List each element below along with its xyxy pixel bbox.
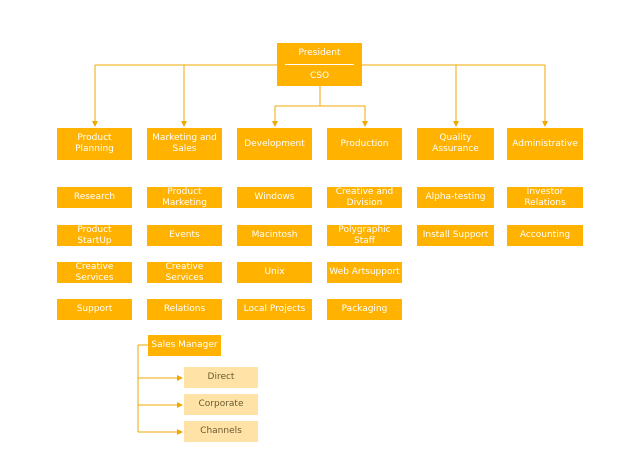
- item-investor-relations: Investor Relations: [507, 187, 583, 208]
- item-creative-services: Creative Services: [57, 262, 132, 283]
- item-product-startup: Product StartUp: [57, 225, 132, 246]
- item-events: Events: [147, 225, 222, 246]
- item-support: Support: [57, 299, 132, 320]
- item-web-artsupport: Web Artsupport: [327, 262, 402, 283]
- dept-quality-assurance: Quality Assurance: [417, 128, 494, 160]
- president-divider: [285, 64, 354, 65]
- item-packaging: Packaging: [327, 299, 402, 320]
- president-box: President CSO: [277, 43, 362, 86]
- item-accounting: Accounting: [507, 225, 583, 246]
- item-alpha-testing: Alpha-testing: [417, 187, 494, 208]
- item-local-projects: Local Projects: [237, 299, 312, 320]
- dept-production: Production: [327, 128, 402, 160]
- item-creative-services-2: Creative Services: [147, 262, 222, 283]
- president-subtitle: CSO: [309, 71, 330, 81]
- item-research: Research: [57, 187, 132, 208]
- sales-manager-box: Sales Manager: [148, 335, 221, 356]
- item-product-marketing: Product Marketing: [147, 187, 222, 208]
- item-relations: Relations: [147, 299, 222, 320]
- dept-development: Development: [237, 128, 312, 160]
- dept-product-planning: Product Planning: [57, 128, 132, 160]
- item-creative-division: Creative and Division: [327, 187, 402, 208]
- dept-marketing-sales: Marketing and Sales: [147, 128, 222, 160]
- item-corporate: Corporate: [184, 394, 258, 415]
- item-unix: Unix: [237, 262, 312, 283]
- item-channels: Channels: [184, 421, 258, 442]
- dept-administrative: Administrative: [507, 128, 583, 160]
- item-windows: Windows: [237, 187, 312, 208]
- item-macintosh: Macintosh: [237, 225, 312, 246]
- item-polygraphic-staff: Polygraphic Staff: [327, 225, 402, 246]
- president-title: President: [298, 48, 341, 58]
- item-direct: Direct: [184, 367, 258, 388]
- item-install-support: Install Support: [417, 225, 494, 246]
